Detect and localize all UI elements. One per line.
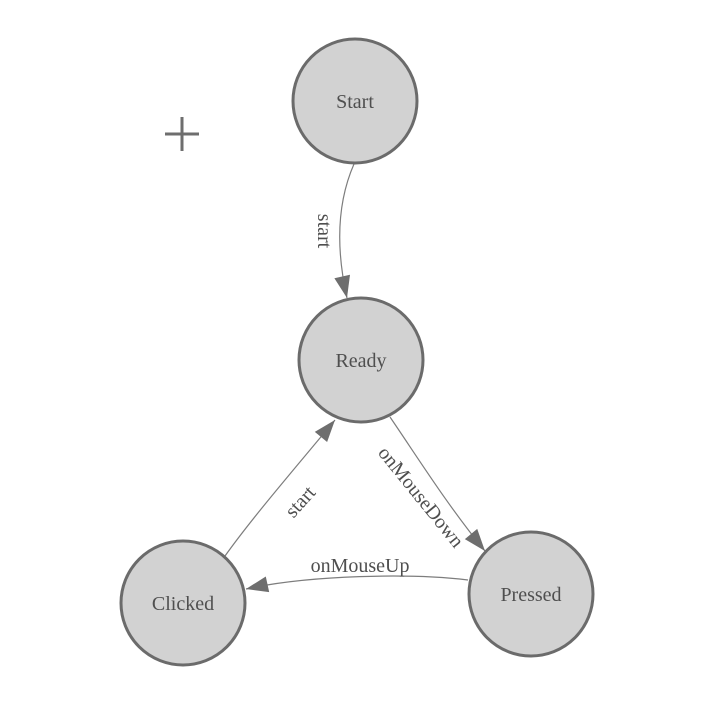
node-circle-ready[interactable]: [297, 296, 425, 424]
node-circle-start[interactable]: [291, 37, 419, 165]
node-label-clicked: Clicked: [152, 593, 214, 615]
edge-label-start-to-ready: start: [313, 214, 335, 249]
node-label-pressed: Pressed: [500, 584, 561, 606]
node-pressed[interactable]: Pressed: [467, 530, 595, 658]
node-label-start: Start: [336, 91, 374, 113]
node-circle-clicked[interactable]: [119, 539, 247, 667]
node-clicked[interactable]: Clicked: [119, 539, 247, 667]
edge-label-clicked-to-ready: start: [281, 482, 321, 523]
edge-clicked-to-ready[interactable]: [224, 419, 336, 557]
node-ready[interactable]: Ready: [297, 296, 425, 424]
node-start[interactable]: Start: [291, 37, 419, 165]
edge-label-ready-to-pressed: onMouseDown: [373, 442, 468, 552]
edge-ready-to-pressed[interactable]: [389, 416, 486, 552]
node-circle-pressed[interactable]: [467, 530, 595, 658]
edge-start-to-ready[interactable]: [334, 163, 355, 299]
edge-label-pressed-to-clicked: onMouseUp: [311, 555, 410, 577]
edge-pressed-to-clicked[interactable]: [245, 575, 469, 593]
node-label-ready: Ready: [335, 350, 386, 372]
plus-icon[interactable]: [165, 117, 199, 151]
